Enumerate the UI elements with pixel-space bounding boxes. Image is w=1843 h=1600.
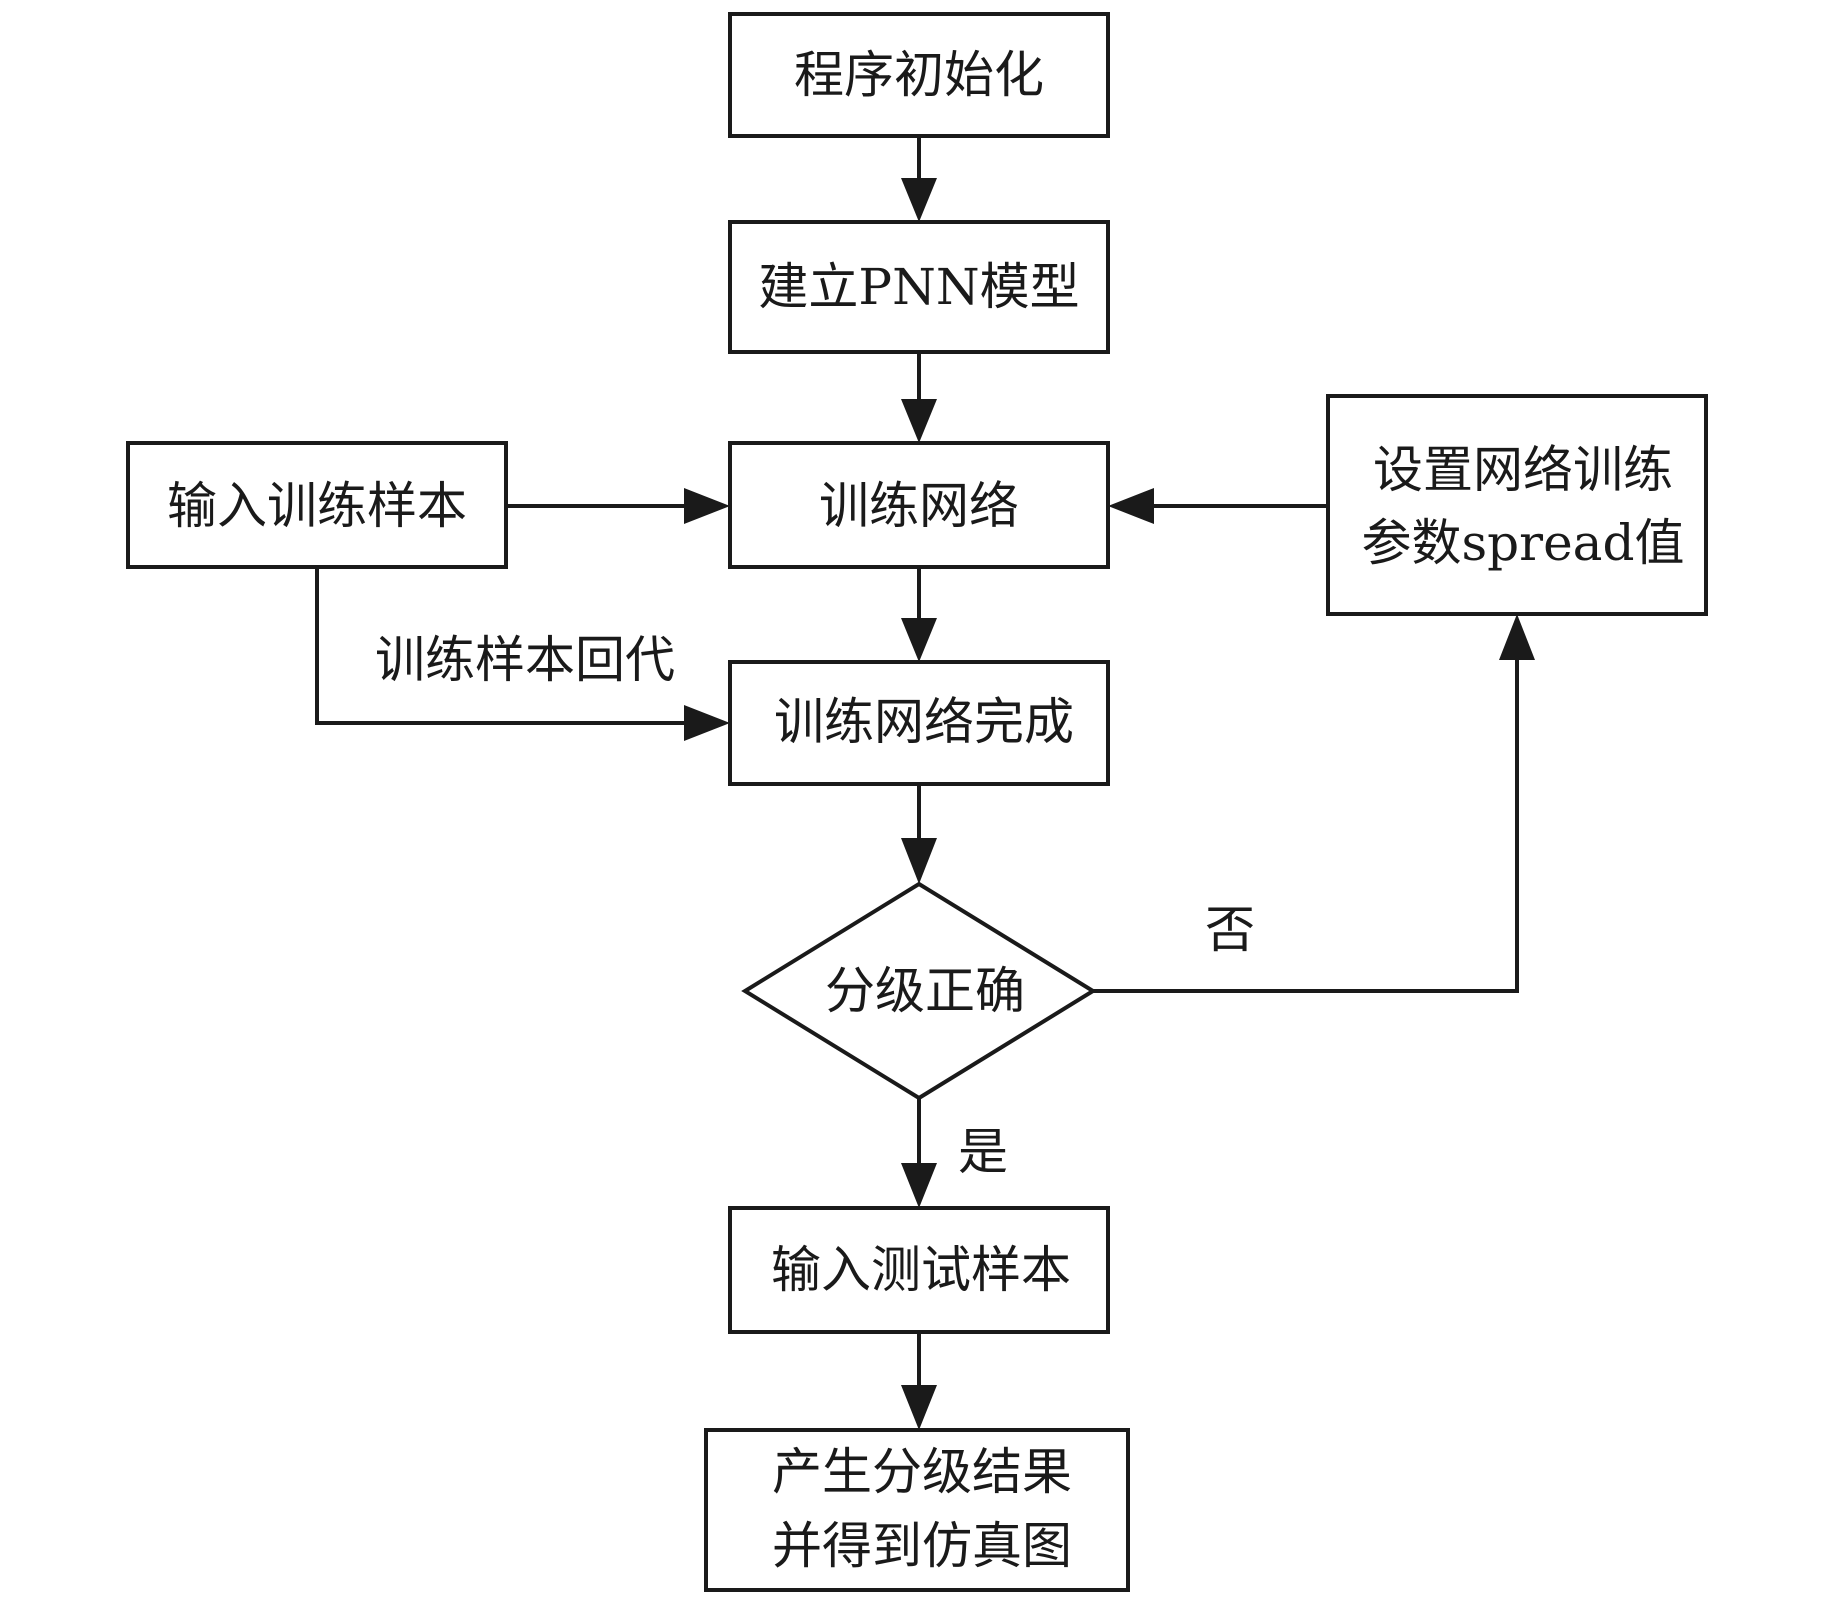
no-label: 否 — [1205, 901, 1255, 959]
node-input-test: 输入测试样本 — [728, 1206, 1110, 1334]
node-train-net: 训练网络 — [728, 441, 1110, 569]
node-result-label-line1: 产生分级结果 — [772, 1443, 1072, 1501]
edge-set-params-to-train-net — [1108, 488, 1328, 524]
node-train-net-box — [728, 441, 1110, 569]
node-input-test-box — [728, 1206, 1110, 1334]
arrow-head — [1499, 614, 1535, 660]
arrow-head — [684, 705, 730, 741]
edge-decision-no: 否 — [1093, 614, 1535, 993]
node-input-train: 输入训练样本 — [126, 441, 508, 569]
edge-feedback-loop: 训练样本回代 — [315, 567, 730, 741]
node-train-done: 训练网络完成 — [728, 660, 1110, 786]
arrow-head — [901, 178, 937, 222]
arrow-head — [1108, 488, 1154, 524]
edge-decision-yes: 是 — [901, 1098, 1008, 1208]
node-train-done-label: 训练网络完成 — [774, 693, 1074, 751]
arrow-head — [684, 488, 730, 524]
node-train-net-label: 训练网络 — [819, 477, 1019, 535]
node-build-model-box — [728, 220, 1110, 354]
feedback-label: 训练样本回代 — [375, 631, 675, 689]
node-init-label: 程序初始化 — [794, 46, 1044, 104]
node-result: 产生分级结果 并得到仿真图 — [704, 1428, 1130, 1592]
edge-input-train-to-train-net — [506, 488, 730, 524]
node-input-train-box — [126, 441, 508, 569]
node-result-label-line2: 并得到仿真图 — [772, 1517, 1072, 1575]
arrow-head — [901, 1385, 937, 1430]
node-set-params-box — [1326, 394, 1708, 616]
node-decision-label: 分级正确 — [825, 962, 1025, 1020]
node-set-params-label-line2: 参数spread值 — [1362, 514, 1685, 572]
yes-label: 是 — [958, 1123, 1008, 1181]
node-set-params: 设置网络训练 参数spread值 — [1326, 394, 1708, 616]
edge-train-net-to-done — [901, 567, 937, 662]
edge-init-to-build — [901, 136, 937, 222]
node-build-model: 建立PNN模型 — [728, 220, 1110, 354]
node-init-box — [728, 12, 1110, 138]
edge-build-to-train — [901, 352, 937, 443]
node-decision: 分级正确 — [741, 881, 1097, 1101]
node-init: 程序初始化 — [728, 12, 1110, 138]
node-input-test-label: 输入测试样本 — [771, 1241, 1071, 1299]
arrow-head — [901, 399, 937, 443]
arrow-head — [901, 838, 937, 884]
arrow-head — [901, 618, 937, 662]
edge-done-to-decision — [901, 784, 937, 884]
arrow-head — [901, 1163, 937, 1208]
node-build-model-label: 建立PNN模型 — [758, 258, 1079, 316]
edge-test-to-result — [901, 1332, 937, 1430]
node-result-box — [704, 1428, 1130, 1592]
node-input-train-label: 输入训练样本 — [167, 477, 467, 535]
node-set-params-label-line1: 设置网络训练 — [1373, 441, 1673, 499]
